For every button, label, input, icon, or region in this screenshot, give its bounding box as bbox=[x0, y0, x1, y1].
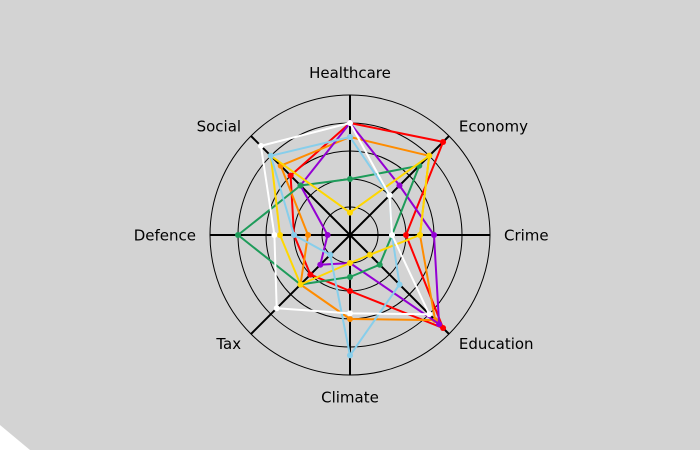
axis-label-healthcare: Healthcare bbox=[309, 64, 391, 82]
axis-label-social: Social bbox=[197, 117, 241, 135]
data-point-7-defence bbox=[271, 232, 278, 238]
data-point-5-healthcare bbox=[347, 209, 353, 216]
data-point-6-social bbox=[267, 152, 274, 159]
data-point-3-crime bbox=[431, 232, 437, 238]
data-point-7-healthcare bbox=[347, 120, 353, 126]
data-point-2-climate bbox=[347, 316, 353, 322]
data-point-1-tax bbox=[307, 271, 314, 278]
data-point-7-climate bbox=[347, 310, 353, 317]
axis-label-defence: Defence bbox=[134, 226, 196, 244]
data-point-6-healthcare bbox=[347, 134, 353, 140]
data-point-5-climate bbox=[347, 260, 353, 266]
data-point-7-crime bbox=[389, 232, 395, 238]
radar-series bbox=[235, 120, 447, 359]
data-point-4-education bbox=[376, 261, 383, 268]
data-point-7-tax bbox=[273, 305, 280, 312]
axis-label-economy: Economy bbox=[459, 117, 528, 135]
data-point-4-defence bbox=[235, 232, 241, 238]
data-point-1-education bbox=[440, 325, 447, 332]
data-point-6-climate bbox=[347, 352, 353, 359]
axis-label-education: Education bbox=[459, 335, 534, 353]
data-point-7-social bbox=[257, 142, 264, 149]
data-point-3-economy bbox=[396, 182, 403, 189]
data-point-3-tax bbox=[317, 261, 324, 268]
data-point-4-healthcare bbox=[347, 176, 353, 182]
axis-label-climate: Climate bbox=[321, 389, 379, 407]
data-point-2-defence bbox=[305, 232, 311, 238]
corner-decoration bbox=[0, 425, 30, 450]
data-point-3-defence bbox=[324, 232, 331, 238]
data-point-5-education bbox=[366, 251, 373, 258]
data-point-7-education bbox=[426, 311, 433, 318]
data-point-6-tax bbox=[327, 251, 334, 258]
data-point-5-crime bbox=[417, 232, 423, 238]
axis-label-crime: Crime bbox=[504, 226, 549, 244]
data-point-1-social bbox=[287, 172, 294, 179]
data-point-5-tax bbox=[297, 281, 304, 288]
data-point-6-education bbox=[396, 281, 403, 288]
data-point-1-economy bbox=[440, 138, 447, 145]
axis-label-tax: Tax bbox=[215, 335, 241, 353]
data-point-1-climate bbox=[347, 288, 353, 294]
data-point-6-defence bbox=[291, 232, 297, 238]
data-point-5-defence bbox=[277, 232, 283, 238]
data-point-5-economy bbox=[426, 152, 433, 159]
data-point-4-climate bbox=[347, 274, 353, 280]
data-point-4-social bbox=[297, 182, 304, 189]
data-point-7-economy bbox=[386, 192, 393, 199]
data-point-1-crime bbox=[403, 232, 409, 238]
data-point-3-education bbox=[436, 321, 443, 328]
